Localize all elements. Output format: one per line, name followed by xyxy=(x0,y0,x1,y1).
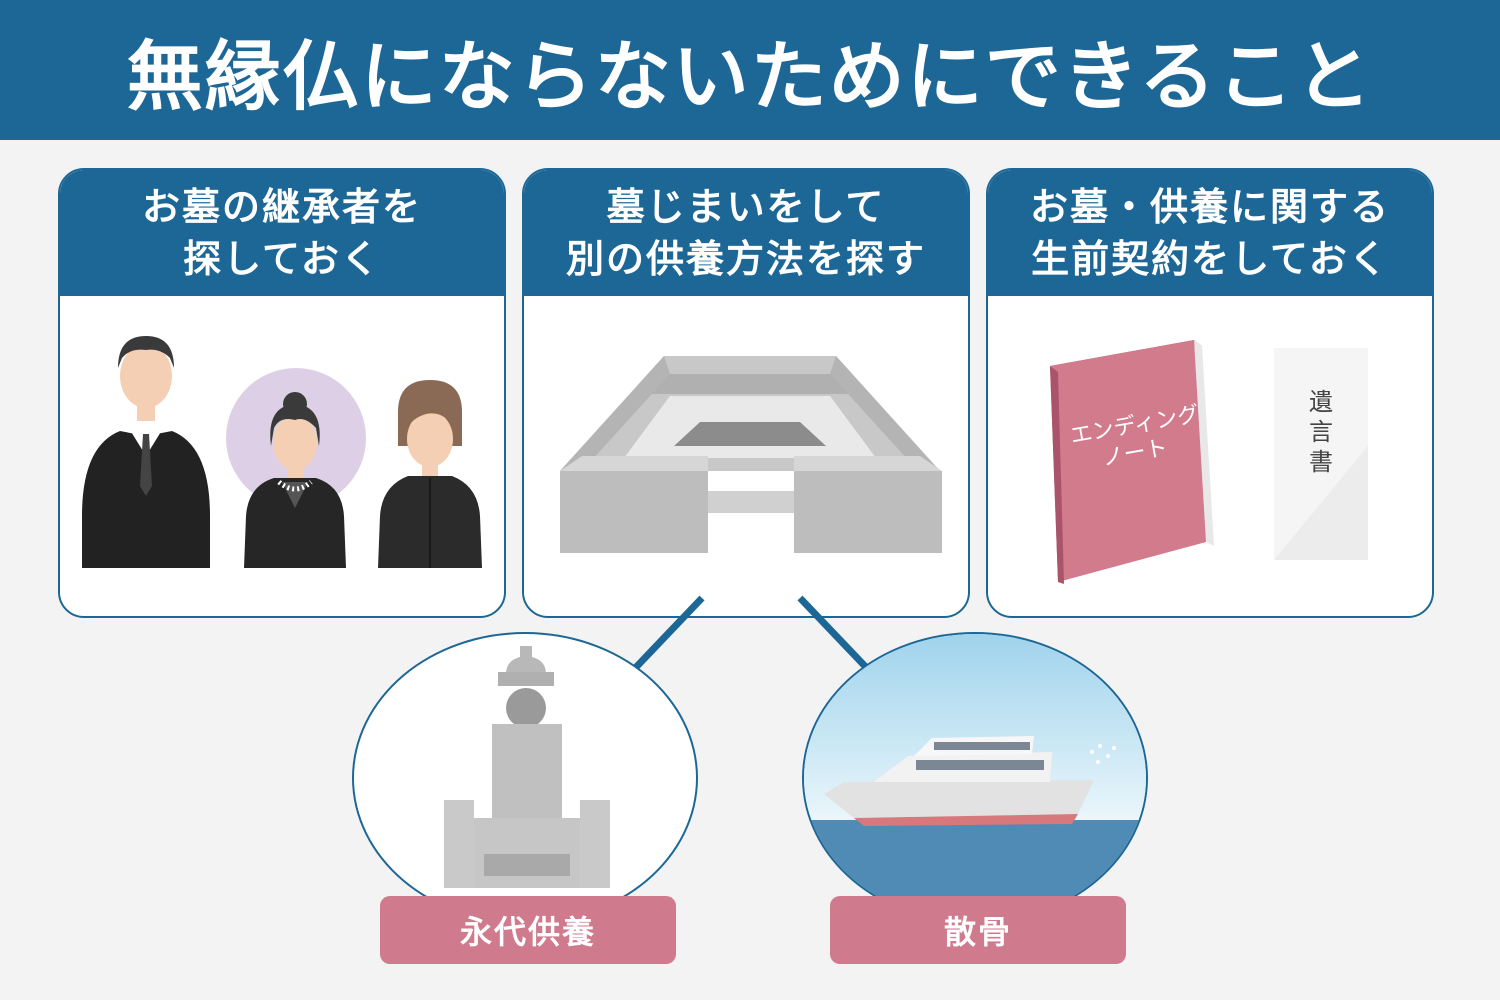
scattering-circle xyxy=(802,632,1148,924)
will-char-3: 書 xyxy=(1309,448,1333,476)
woman-icon xyxy=(244,392,346,568)
card-successor: お墓の継承者を 探しておく xyxy=(58,168,506,618)
card-grave-closure-title-line1: 墓じまいをして xyxy=(606,185,886,229)
card-successor-title-line1: お墓の継承者を xyxy=(141,185,422,229)
card-successor-header: お墓の継承者を 探しておく xyxy=(60,170,504,296)
man-icon xyxy=(82,336,210,568)
card-pre-contract-title-line2: 生前契約をしておく xyxy=(1031,237,1389,281)
card-pre-contract-title-line1: お墓・供養に関する xyxy=(1029,185,1390,229)
card-successor-body xyxy=(60,296,504,616)
card-successor-title-line2: 探しておく xyxy=(183,237,381,281)
card-pre-contract-header: お墓・供養に関する 生前契約をしておく xyxy=(988,170,1432,296)
empty-grave-lot-icon xyxy=(560,356,942,553)
card-pre-contract-body: エンディング ノート 遺 言 書 xyxy=(988,296,1432,616)
will-envelope-icon: 遺 言 書 xyxy=(1274,348,1368,560)
card-grave-closure-body xyxy=(524,296,968,616)
will-char-2: 言 xyxy=(1309,418,1333,446)
girl-icon xyxy=(378,380,482,568)
will-char-1: 遺 xyxy=(1309,388,1333,416)
title-banner: 無縁仏にならないためにできること xyxy=(0,0,1500,140)
card-grave-closure: 墓じまいをして 別の供養方法を探す xyxy=(522,168,970,618)
option-scattering: 散骨 xyxy=(830,896,1126,964)
documents-illustration: エンディング ノート 遺 言 書 xyxy=(1050,340,1368,584)
card-pre-contract: お墓・供養に関する 生前契約をしておく エンディング ノート 遺 言 書 xyxy=(986,168,1434,618)
family-illustration xyxy=(82,336,482,568)
memorial-stone-icon xyxy=(444,646,610,888)
ending-note-book-icon: エンディング ノート xyxy=(1050,340,1214,584)
page-title: 無縁仏にならないためにできること xyxy=(126,32,1374,121)
option-eternal-memorial: 永代供養 xyxy=(380,896,676,964)
card-grave-closure-header: 墓じまいをして 別の供養方法を探す xyxy=(524,170,968,296)
boat-at-sea-icon xyxy=(804,634,1146,922)
card-grave-closure-title-line2: 別の供養方法を探す xyxy=(565,237,926,281)
eternal-memorial-circle xyxy=(352,632,698,924)
